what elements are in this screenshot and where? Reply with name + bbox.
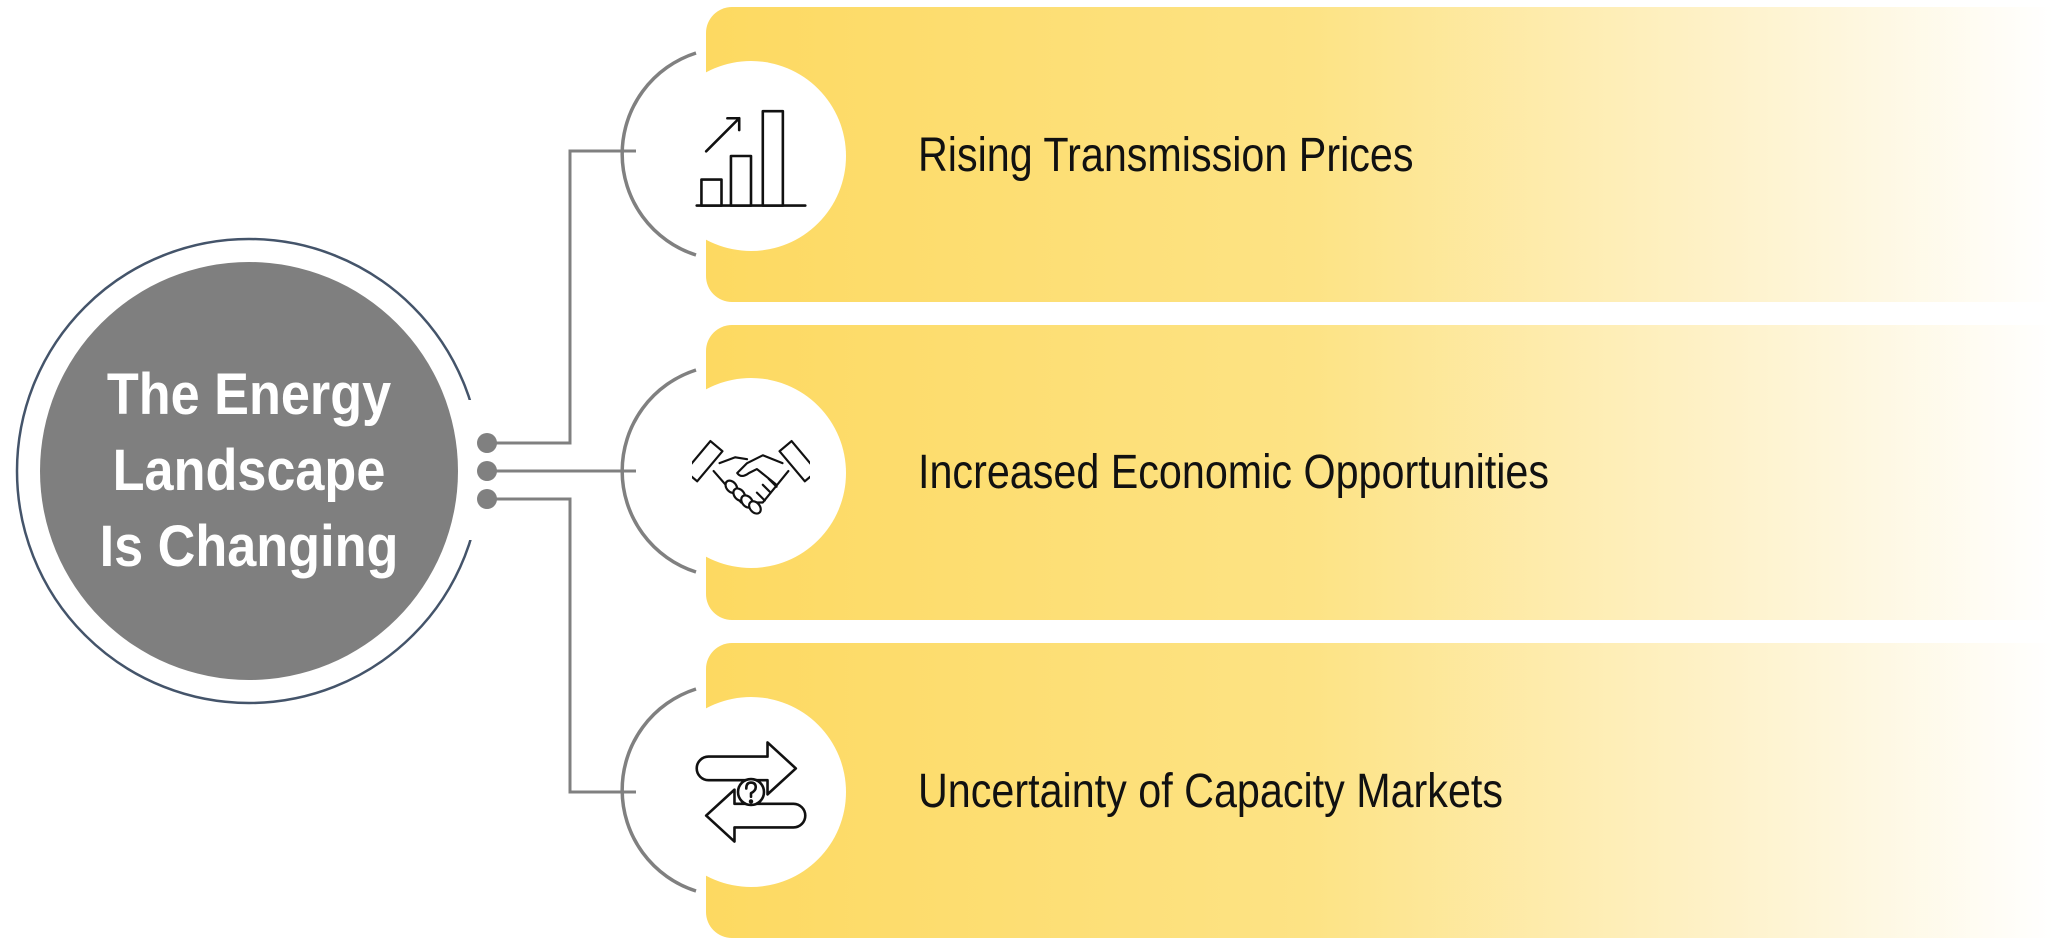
icon-ring-arc-3	[620, 687, 697, 893]
connector-top	[487, 149, 636, 445]
center-title: The Energy Landscape Is Changing	[99, 362, 399, 579]
exchange-arrows-question-icon	[695, 741, 807, 843]
connector-dot-top	[477, 433, 497, 453]
handshake-icon	[692, 439, 810, 515]
icon-ring-arc-1	[620, 51, 697, 257]
icon-ring-arc-2	[620, 368, 697, 574]
item-label-increased-economic-opportunities: Increased Economic Opportunities	[918, 446, 1549, 499]
banner-3	[706, 643, 2054, 938]
icon-circle-3	[656, 697, 846, 887]
item-label-uncertainty-capacity-markets: Uncertainty of Capacity Markets	[918, 765, 1504, 818]
connector-bottom	[487, 497, 636, 794]
icon-circle-2	[656, 378, 846, 568]
icon-circle-1	[656, 61, 846, 251]
banner-1	[706, 7, 2054, 302]
connector-dot-middle	[477, 461, 497, 481]
bar-chart-growth-icon	[695, 109, 807, 207]
connector-dot-bottom	[477, 489, 497, 509]
center-circle: The Energy Landscape Is Changing	[40, 262, 458, 680]
item-label-rising-transmission-prices: Rising Transmission Prices	[918, 129, 1414, 182]
banner-2	[706, 325, 2054, 620]
